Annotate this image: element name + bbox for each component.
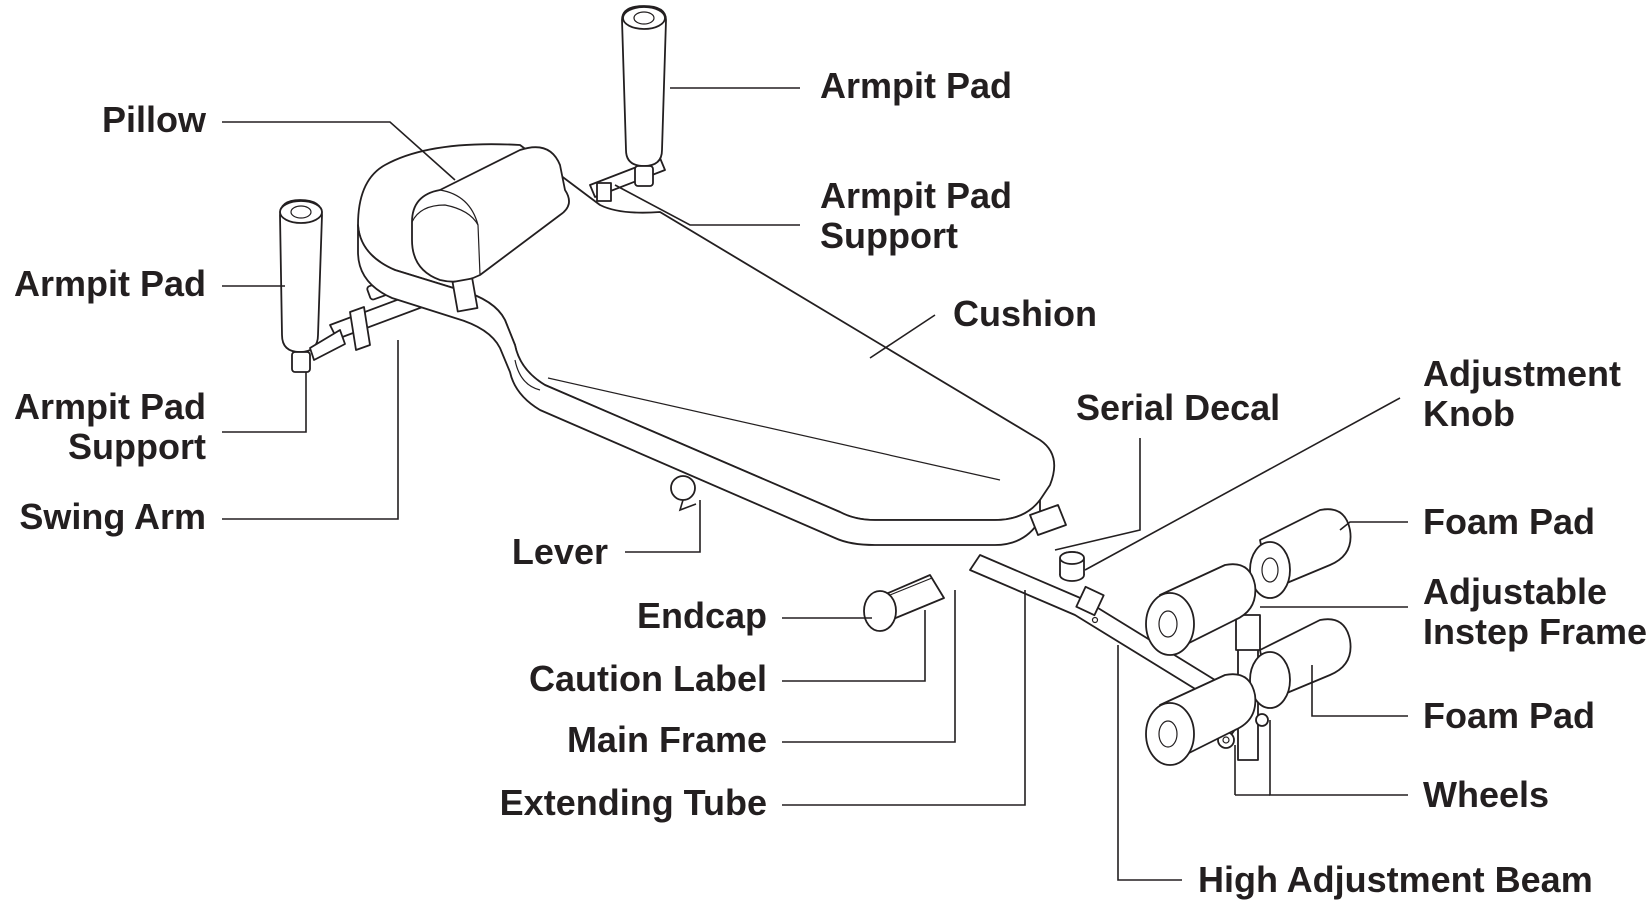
label-extending-tube: Extending Tube — [499, 782, 767, 823]
pillow-shape — [411, 146, 570, 313]
label-armpit-pad-top: Armpit Pad — [820, 65, 1013, 106]
label-swing-arm: Swing Arm — [19, 496, 206, 537]
label-adjustment-knob-line1: Adjustment — [1423, 353, 1621, 394]
label-foam-pad-top: Foam Pad — [1423, 501, 1596, 542]
label-wheels: Wheels — [1423, 774, 1550, 815]
adjustment-knob — [1059, 551, 1085, 582]
label-caution-label: Caution Label — [528, 658, 767, 699]
label-armpit-pad-support-top-line2: Support — [820, 215, 958, 256]
label-main-frame: Main Frame — [566, 719, 767, 760]
right-armpit-pad — [621, 5, 667, 187]
label-endcap: Endcap — [636, 595, 767, 636]
leader-lines — [222, 87, 1408, 881]
label-armpit-pad-left: Armpit Pad — [13, 263, 206, 304]
label-armpit-pad-support-top-line1: Armpit Pad — [820, 175, 1013, 216]
label-high-adjustment-beam: High Adjustment Beam — [1198, 859, 1593, 900]
endcap-main-frame — [863, 504, 1067, 632]
label-serial-decal: Serial Decal — [1076, 387, 1281, 428]
label-adjustable-instep-frame-line2: Instep Frame — [1423, 611, 1648, 652]
label-armpit-pad-support-left-line2: Support — [68, 426, 206, 467]
label-cushion: Cushion — [953, 293, 1097, 334]
label-armpit-pad-support-left-line1: Armpit Pad — [13, 386, 206, 427]
label-lever: Lever — [511, 531, 608, 572]
left-armpit-pad — [279, 199, 346, 373]
label-pillow: Pillow — [101, 99, 206, 140]
foam-pads — [1145, 508, 1352, 766]
label-adjustable-instep-frame-line1: Adjustable — [1423, 571, 1608, 612]
lever — [670, 475, 697, 512]
bench-cushion — [357, 143, 1056, 546]
label-adjustment-knob-line2: Knob — [1423, 393, 1515, 434]
label-foam-pad-bottom: Foam Pad — [1423, 695, 1596, 736]
